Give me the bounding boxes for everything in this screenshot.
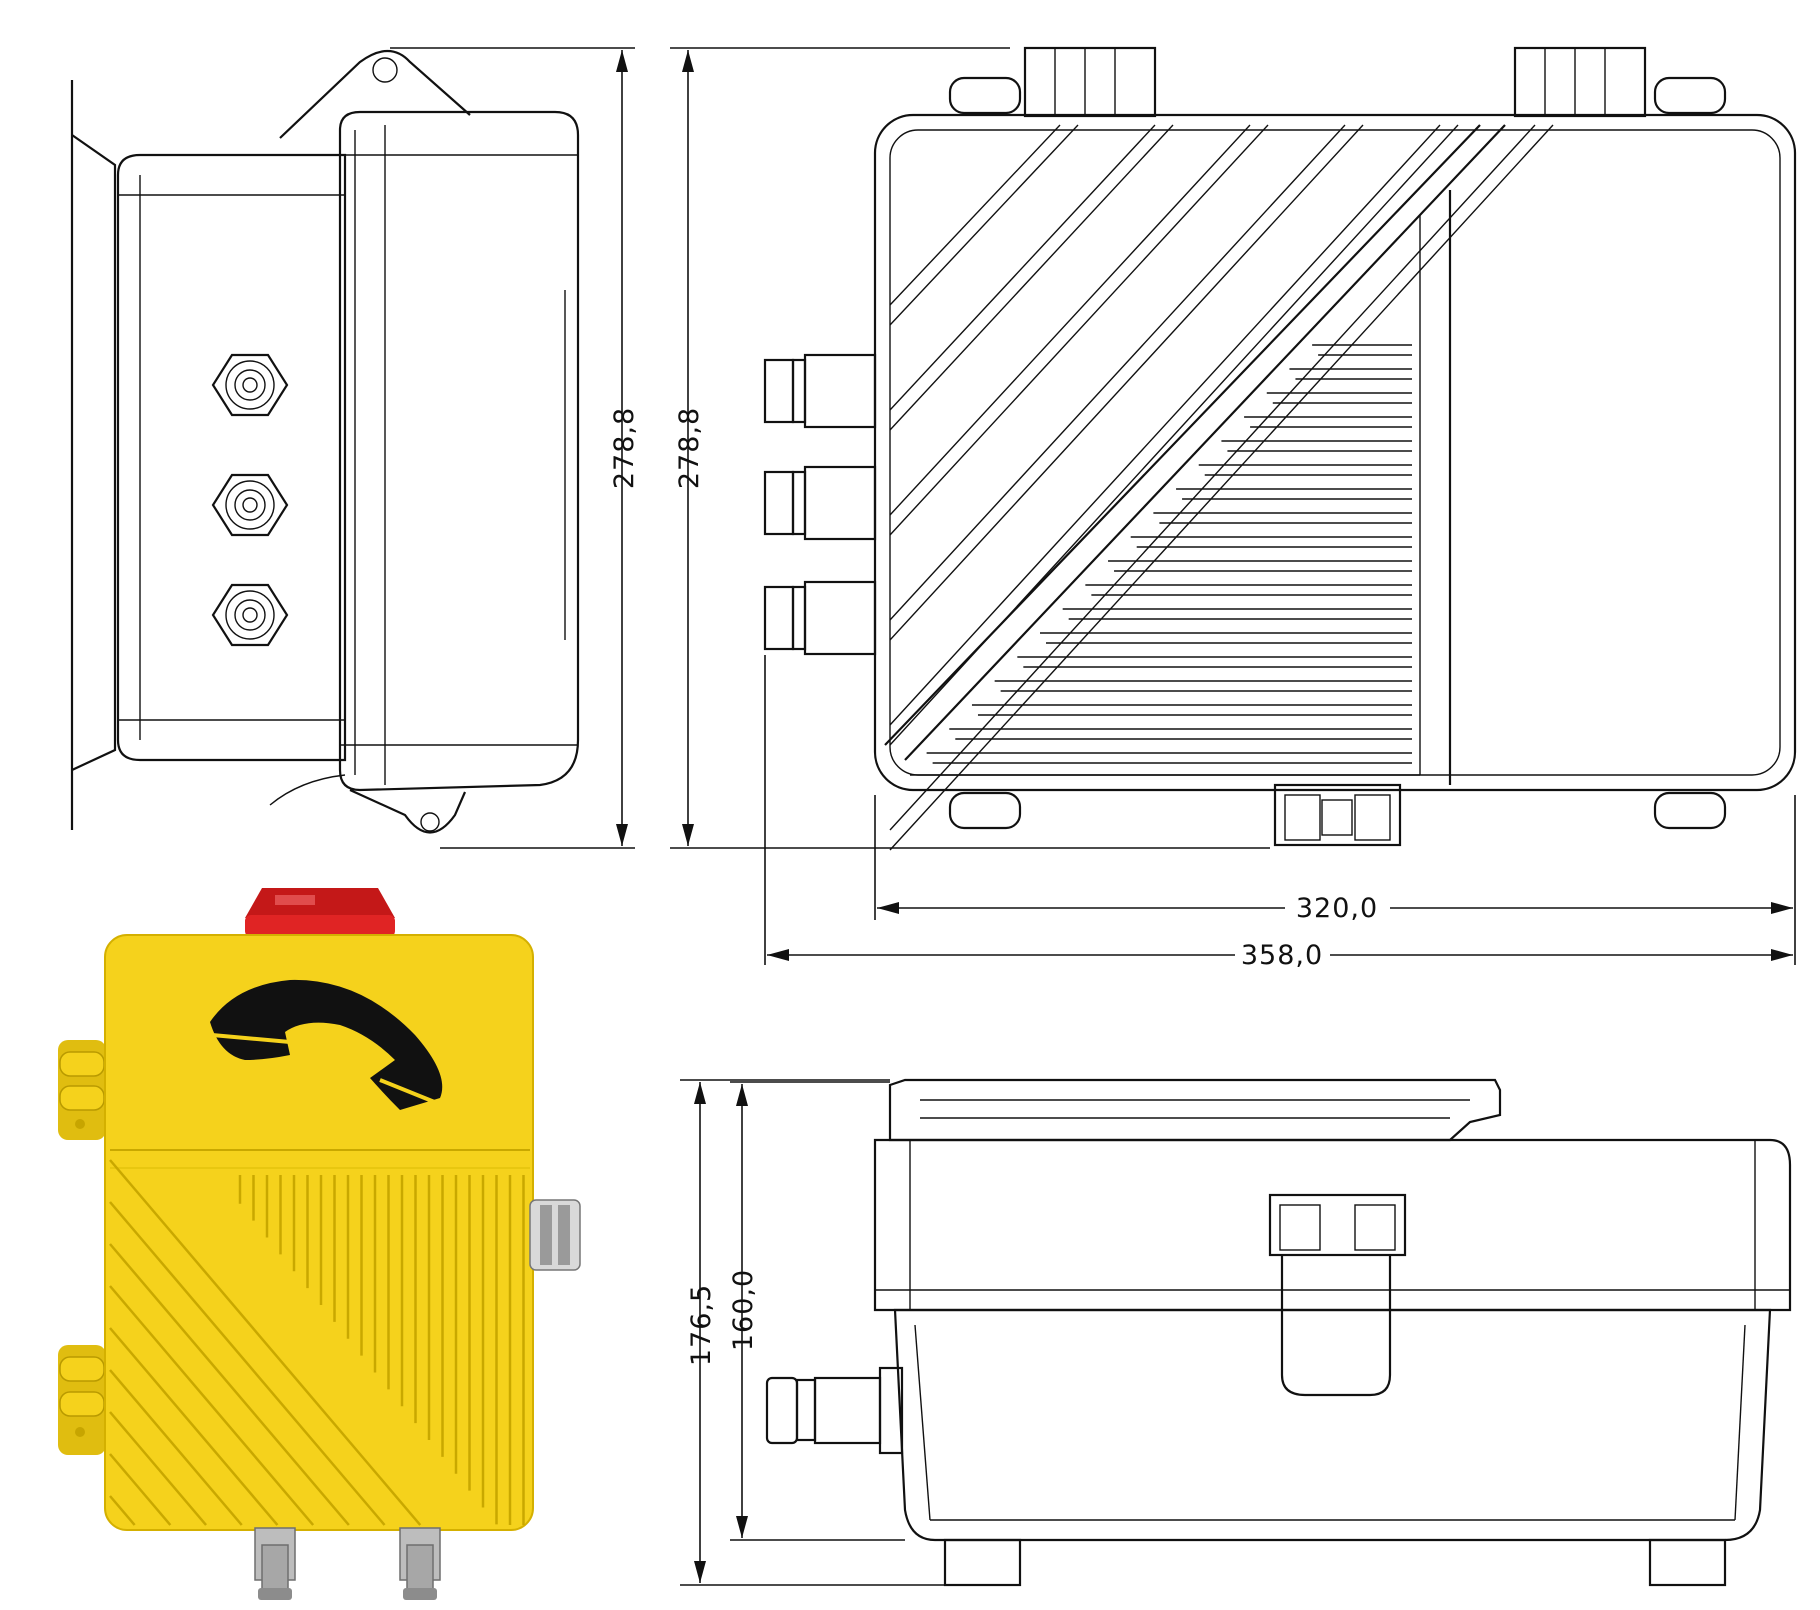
cable-gland-icon bbox=[211, 473, 289, 537]
cable-gland-icon bbox=[211, 353, 289, 417]
spring-latch-icon bbox=[1273, 783, 1402, 847]
bottom-body-height-dimension: 160,0 bbox=[728, 1269, 759, 1351]
rib-line bbox=[889, 124, 1174, 431]
rib-line bbox=[109, 1285, 315, 1526]
product-photo bbox=[58, 888, 581, 1600]
rib-line bbox=[889, 124, 1269, 536]
cable-gland-icon bbox=[763, 353, 877, 429]
rib-line bbox=[109, 1495, 136, 1526]
rib-line bbox=[889, 124, 1536, 831]
spring-latch-icon bbox=[529, 1199, 581, 1271]
rib-line bbox=[109, 1369, 243, 1526]
rib-line bbox=[889, 124, 1554, 851]
overall-width-dimension: 358,0 bbox=[1241, 940, 1323, 971]
rib-line bbox=[109, 1243, 350, 1526]
cable-gland-icon bbox=[763, 465, 877, 541]
rib-line bbox=[889, 124, 1061, 306]
hinge-icon bbox=[1023, 46, 1157, 118]
side-height-dimension: 278,8 bbox=[609, 407, 640, 489]
cable-gland-icon bbox=[399, 1527, 441, 1600]
bottom-view bbox=[680, 1078, 1792, 1587]
hinge-icon bbox=[1513, 46, 1647, 118]
body-width-dimension: 320,0 bbox=[1296, 893, 1378, 924]
cable-gland-icon bbox=[254, 1527, 296, 1600]
telephone-handset-icon bbox=[210, 979, 443, 1110]
rib-line bbox=[889, 124, 1346, 621]
rib-line bbox=[889, 124, 1364, 641]
rib-line bbox=[109, 1453, 172, 1526]
spring-latch-icon bbox=[1268, 1193, 1407, 1397]
hinge-icon bbox=[58, 1040, 106, 1140]
bottom-total-height-dimension: 176,5 bbox=[686, 1284, 717, 1366]
rib-line bbox=[889, 124, 1079, 326]
front-view bbox=[670, 46, 1797, 965]
rib-line bbox=[109, 1201, 386, 1526]
hinge-icon bbox=[58, 1345, 106, 1455]
rib-line bbox=[109, 1411, 208, 1526]
rib-line bbox=[109, 1159, 422, 1526]
side-view bbox=[70, 47, 635, 849]
rib-line bbox=[109, 1327, 279, 1526]
red-beacon-lamp bbox=[245, 888, 395, 937]
cable-gland-icon bbox=[763, 580, 877, 656]
front-height-dimension: 278,8 bbox=[674, 407, 705, 489]
front-rib-pattern bbox=[889, 124, 1554, 851]
rib-line bbox=[889, 124, 1156, 411]
cable-gland-icon bbox=[765, 1366, 904, 1455]
yellow-rib-pattern bbox=[109, 1159, 525, 1526]
rib-line bbox=[889, 124, 1251, 516]
cable-gland-icon bbox=[211, 583, 289, 647]
rib-line bbox=[889, 124, 1441, 726]
